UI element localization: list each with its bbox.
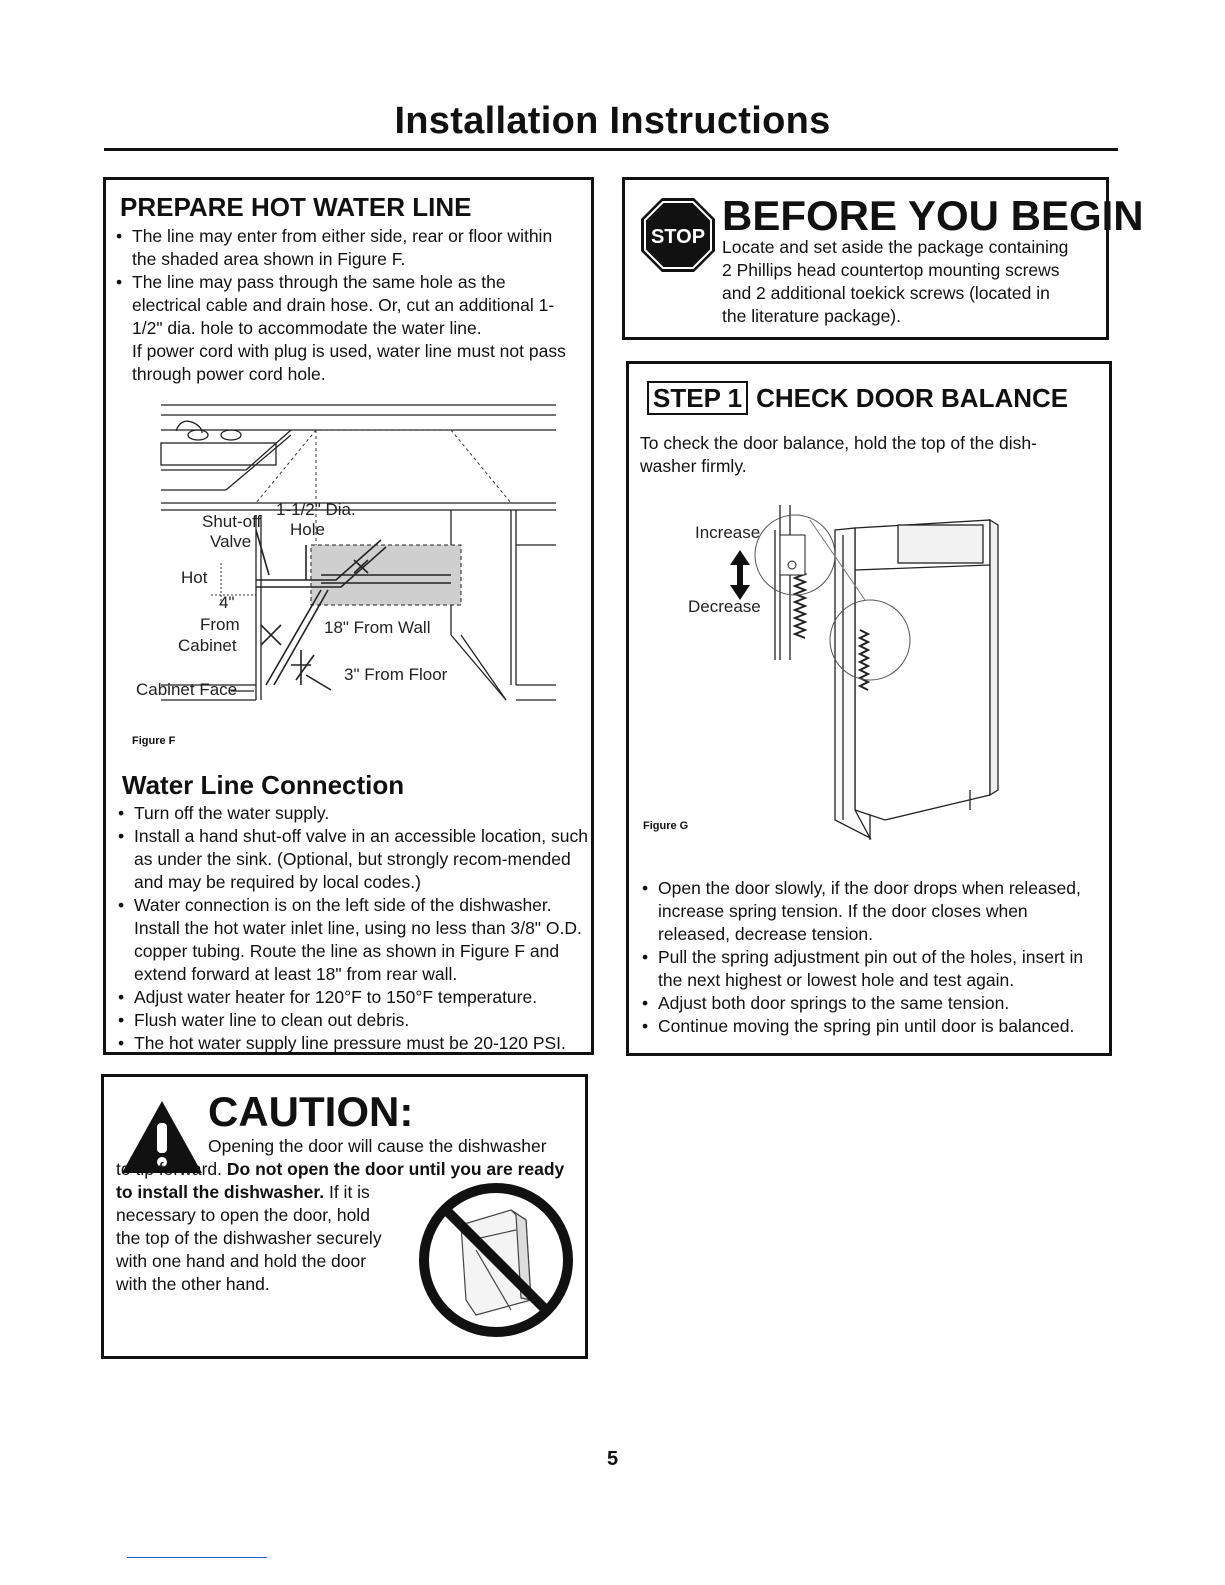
step1-bullets: Open the door slowly, if the door drops … xyxy=(642,877,1098,1038)
caution-line-1: Opening the door will cause the dishwash… xyxy=(208,1136,547,1156)
caution-line-7: with the other hand. xyxy=(116,1274,270,1294)
caution-line-5: the top of the dishwasher securely xyxy=(116,1228,382,1248)
label-four: 4" xyxy=(219,593,235,612)
caution-heading: CAUTION: xyxy=(208,1088,414,1135)
hot-water-section: PREPARE HOT WATER LINE The line may ente… xyxy=(103,177,594,1055)
before-line-4: the literature package). xyxy=(722,306,901,326)
caution-section xyxy=(101,1074,588,1359)
page-number: 5 xyxy=(606,1448,619,1470)
water-line-bullets: Turn off the water supply. Install a han… xyxy=(118,802,588,1055)
before-you-begin-heading: BEFORE YOU BEGIN xyxy=(722,192,1144,239)
list-item: The line may enter from either side, rea… xyxy=(116,225,576,271)
label-cabinet-face: Cabinet Face xyxy=(136,680,237,699)
caution-text: to tip forward. xyxy=(116,1159,227,1179)
label-cabinet: Cabinet xyxy=(178,636,237,655)
caution-emphasis: to install the dishwasher. xyxy=(116,1182,325,1202)
list-item: Flush water line to clean out debris. xyxy=(118,1009,588,1032)
label-from: From xyxy=(200,615,240,634)
list-item: Pull the spring adjustment pin out of th… xyxy=(642,946,1098,992)
caution-line-6: with one hand and hold the door xyxy=(116,1251,367,1271)
label-hole: Hole xyxy=(290,520,325,539)
stop-sign-icon: STOP xyxy=(641,198,715,272)
water-line-heading: Water Line Connection xyxy=(122,770,405,800)
label-decrease: Decrease xyxy=(688,597,761,616)
label-dia: 1-1/2" Dia. xyxy=(276,500,356,519)
before-you-begin-section: STOP xyxy=(622,177,1109,340)
step-number-badge: STEP 1 xyxy=(647,381,749,415)
figure-f-label: Figure F xyxy=(132,735,176,747)
label-from-floor: 3" From Floor xyxy=(344,665,448,684)
caution-emphasis: Do not open the door until you are ready xyxy=(226,1159,565,1179)
hot-water-bullets: The line may enter from either side, rea… xyxy=(116,225,576,340)
caution-line-4: necessary to open the door, hold xyxy=(116,1205,370,1225)
power-cord-note: If power cord with plug is used, water l… xyxy=(132,341,566,384)
label-shutoff: Shut-off xyxy=(202,512,262,531)
prohibition-icon xyxy=(419,1183,573,1337)
page-title: Installation Instructions xyxy=(394,100,831,142)
warning-triangle-icon xyxy=(122,1101,202,1173)
footer-link-underline xyxy=(127,1557,267,1558)
list-item: The line may pass through the same hole … xyxy=(116,271,576,340)
list-item: Adjust water heater for 120°F to 150°F t… xyxy=(118,986,588,1009)
before-line-1: Locate and set aside the package contain… xyxy=(722,237,1069,257)
label-hot: Hot xyxy=(181,568,208,587)
list-item: Continue moving the spring pin until doo… xyxy=(642,1015,1098,1038)
before-line-3: and 2 additional toekick screws (located… xyxy=(722,283,1050,303)
caution-line-2: to tip forward. Do not open the door unt… xyxy=(116,1158,564,1181)
caution-line-3: to install the dishwasher. If it is xyxy=(116,1181,370,1204)
label-valve: Valve xyxy=(210,532,251,551)
list-item: Turn off the water supply. xyxy=(118,802,588,825)
list-item: Adjust both door springs to the same ten… xyxy=(642,992,1098,1015)
stop-label: STOP xyxy=(651,226,705,248)
label-increase: Increase xyxy=(695,523,760,542)
list-item: Install a hand shut-off valve in an acce… xyxy=(118,825,588,894)
caution-text: If it is xyxy=(324,1182,370,1202)
label-from-wall: 18" From Wall xyxy=(324,618,430,637)
hot-water-heading: PREPARE HOT WATER LINE xyxy=(120,192,472,222)
list-item: Water connection is on the left side of … xyxy=(118,894,588,986)
figure-g-label: Figure G xyxy=(643,820,689,832)
step1-title: CHECK DOOR BALANCE xyxy=(756,383,1069,413)
before-line-2: 2 Phillips head countertop mounting scre… xyxy=(722,260,1060,280)
figure-g-diagram: Increase Decrease xyxy=(688,505,999,840)
list-item: Open the door slowly, if the door drops … xyxy=(642,877,1098,946)
figure-f-diagram: Shut-off Valve 1-1/2" Dia. Hole Hot 4" F… xyxy=(136,404,556,701)
list-item: The hot water supply line pressure must … xyxy=(118,1032,588,1055)
step1-intro: To check the door balance, hold the top … xyxy=(640,433,1037,476)
title-divider xyxy=(104,148,1118,151)
